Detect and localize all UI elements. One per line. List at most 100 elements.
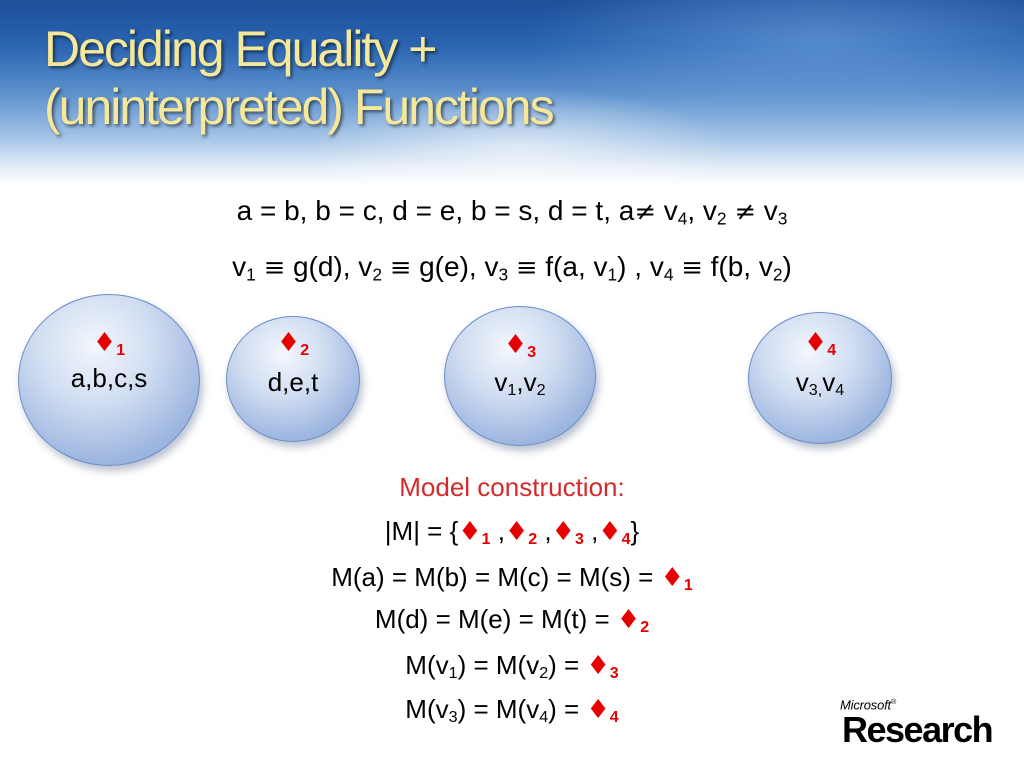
subscript: 4 <box>621 531 631 548</box>
subscript: 1 <box>683 577 693 594</box>
model-text: , <box>583 516 599 546</box>
class-node-3: ♦3 v1,v2 <box>444 306 596 446</box>
formula-text: f(b, v <box>710 251 773 282</box>
subscript: 1 <box>448 664 458 683</box>
model-row-4: M(v3) = M(v 4 ) = ♦4 <box>0 694 1024 727</box>
class-representative: ♦4 <box>749 327 891 359</box>
formula-text: f(a, v <box>545 251 608 282</box>
subscript: 3 <box>609 665 619 682</box>
class-representative: ♦2 <box>227 327 359 359</box>
formula-line-2: v1 ≡ g(d), v2 ≡ g(e), v3 ≡ f(a, v1) , v4… <box>0 250 1024 285</box>
model-text: M(v <box>405 650 449 680</box>
subscript: 3 <box>777 208 788 229</box>
class-members: d,e,t <box>267 367 319 397</box>
model-text: M(d) = M(e) = M(t) = <box>374 604 617 634</box>
subscript: 2 <box>300 342 310 359</box>
subscript: 1 <box>116 342 126 359</box>
formula-text: ) , v <box>617 251 664 282</box>
microsoft-research-logo: Microsoft® Research <box>840 696 994 748</box>
equivalence-symbol: ≡ <box>681 253 703 283</box>
model-text: M(a) = M(b) = M(c) = M(s) = <box>331 562 661 592</box>
subscript: 2 <box>539 664 549 683</box>
diamond-icon: ♦ <box>660 563 684 593</box>
subscript: 2 <box>528 531 538 548</box>
class-node-4: ♦4 v3,v4 <box>748 312 892 444</box>
slide-title: Deciding Equality + (uninterpreted) Func… <box>44 20 555 136</box>
diamond-icon: ♦ <box>598 517 622 547</box>
subscript: 4 <box>827 342 837 359</box>
diamond-icon: ♦ <box>586 695 610 725</box>
member-text: v <box>795 367 809 397</box>
subscript: 4 <box>663 264 674 285</box>
formula-text: ) <box>782 251 792 282</box>
equivalence-symbol: ≡ <box>515 253 538 283</box>
subscript: 4 <box>677 208 688 229</box>
model-text: |M| = { <box>384 516 459 546</box>
model-value: ♦4 <box>586 694 619 726</box>
title-line-2: (uninterpreted) Functions <box>44 79 555 135</box>
universe-element-4: ♦4 <box>598 516 631 548</box>
model-heading: Model construction: <box>399 472 625 502</box>
model-value: ♦2 <box>617 604 650 636</box>
class-members: a,b,c,s <box>70 363 148 393</box>
class-node-1: ♦1 a,b,c,s <box>18 294 200 466</box>
member-text: v <box>822 367 836 397</box>
subscript: 3, <box>808 381 823 400</box>
class-node-2: ♦2 d,e,t <box>226 316 360 442</box>
class-members: v3,v4 <box>749 367 891 400</box>
model-text: ) = M(v <box>457 650 540 680</box>
formula-text: g(d), v <box>292 251 373 282</box>
formula-text: g(e), v <box>419 251 499 282</box>
formula-text: v <box>763 195 778 226</box>
diamond-icon: ♦ <box>503 330 528 360</box>
subscript: 1 <box>481 531 491 548</box>
subscript: 4 <box>609 709 619 726</box>
subscript: 3 <box>498 264 509 285</box>
subscript: 2 <box>640 619 650 636</box>
subscript: 2 <box>536 381 546 400</box>
subscript: 3 <box>448 708 458 727</box>
subscript: 2 <box>716 208 727 229</box>
model-row-1: M(a) = M(b) = M(c) = M(s) = ♦1 <box>0 562 1024 594</box>
not-equal-symbol: ≠ <box>634 197 656 227</box>
class-representative: ♦1 <box>19 327 199 359</box>
model-value: ♦1 <box>660 562 693 594</box>
subscript: 4 <box>835 381 845 400</box>
model-text: ) = <box>548 694 587 724</box>
title-line-1: Deciding Equality + <box>44 21 437 77</box>
class-representative: ♦3 <box>445 329 595 361</box>
subscript: 1 <box>607 264 618 285</box>
diamond-icon: ♦ <box>551 517 575 547</box>
subscript: 2 <box>772 264 783 285</box>
universe-element-1: ♦1 <box>458 516 491 548</box>
model-row-2: M(d) = M(e) = M(t) = ♦2 <box>0 604 1024 636</box>
model-text: , <box>537 516 552 546</box>
class-members: v1,v2 <box>445 367 595 400</box>
model-text: , <box>490 516 505 546</box>
member-text: ,v <box>516 367 537 397</box>
diamond-icon: ♦ <box>803 328 828 358</box>
model-text: ) = <box>548 650 587 680</box>
member-text: v <box>494 367 508 397</box>
universe-element-2: ♦2 <box>505 516 538 548</box>
formula-line-1: a = b, b = c, d = e, b = s, d = t, a≠ v4… <box>0 194 1024 229</box>
header-background <box>0 0 1024 185</box>
model-text: ) = M(v <box>457 694 540 724</box>
subscript: 1 <box>246 264 256 285</box>
formula-text: v <box>663 195 678 226</box>
diamond-icon: ♦ <box>276 328 301 358</box>
formula-text: a = b, b = c, d = e, b = s, d = t, a <box>236 195 635 226</box>
diamond-icon: ♦ <box>92 328 117 358</box>
model-row-3: M(v1) = M(v2) = ♦3 <box>0 650 1024 683</box>
formula-text: , v <box>687 195 717 226</box>
subscript: 3 <box>527 344 537 361</box>
trademark-mark: ® <box>890 699 896 706</box>
not-equal-symbol: ≠ <box>734 197 756 227</box>
model-text: M(v <box>405 694 449 724</box>
subscript: 2 <box>372 264 382 285</box>
model-value: ♦3 <box>586 650 619 682</box>
logo-text: Microsoft <box>840 697 891 713</box>
universe-element-3: ♦3 <box>551 516 584 548</box>
equivalence-symbol: ≡ <box>263 253 286 283</box>
equivalence-symbol: ≡ <box>389 253 412 283</box>
